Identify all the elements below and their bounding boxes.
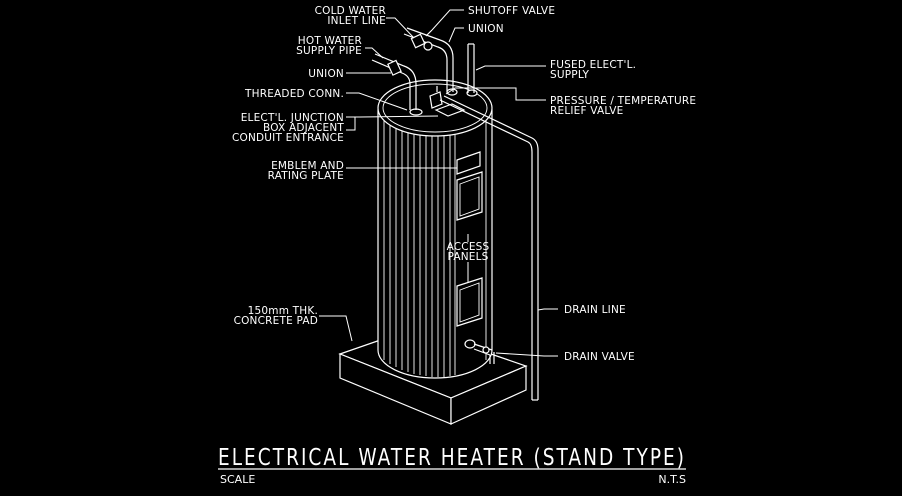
diagram-title: ELECTRICAL WATER HEATER (STAND TYPE) xyxy=(218,445,686,471)
cold-water-pipe xyxy=(403,27,454,92)
top-fittings xyxy=(409,88,478,116)
label-hot-water-2: SUPPLY PIPE xyxy=(296,45,362,57)
scale-label: SCALE xyxy=(220,473,255,486)
leader-lines xyxy=(319,9,558,357)
label-junction-3: CONDUIT ENTRANCE xyxy=(232,132,344,144)
label-drain-valve: DRAIN VALVE xyxy=(564,351,635,363)
label-shutoff-valve: SHUTOFF VALVE xyxy=(468,5,555,17)
electrical-conduit xyxy=(467,43,475,93)
label-pad-1: 150mm THK. xyxy=(248,305,318,317)
label-access-1: ACCESS xyxy=(447,241,490,253)
label-emblem-2: RATING PLATE xyxy=(268,170,344,182)
label-junction-2: BOX ADJACENT xyxy=(263,122,344,134)
tank-body xyxy=(377,79,493,379)
label-threaded-conn: THREADED CONN. xyxy=(244,88,344,100)
annotations: COLD WATER INLET LINE SHUTOFF VALVE UNIO… xyxy=(232,5,696,363)
scale-value: N.T.S xyxy=(658,473,686,486)
junction-box xyxy=(434,103,466,117)
label-union-left: UNION xyxy=(308,68,344,80)
relief-valve xyxy=(429,86,443,109)
label-drain-line: DRAIN LINE xyxy=(564,304,626,316)
label-fused-2: SUPPLY xyxy=(550,69,589,81)
access-panel-upper xyxy=(456,171,483,221)
label-pressure-2: RELIEF VALVE xyxy=(550,105,624,117)
drain-valve xyxy=(464,339,495,364)
title-block: ELECTRICAL WATER HEATER (STAND TYPE) SCA… xyxy=(218,445,686,486)
label-junction-1: ELECT'L. JUNCTION xyxy=(241,112,344,124)
access-panel-lower xyxy=(456,277,483,327)
label-pad-2: CONCRETE PAD xyxy=(234,315,318,327)
label-cold-water-2: INLET LINE xyxy=(327,15,386,27)
label-cold-water-1: COLD WATER xyxy=(315,5,386,17)
label-union-top: UNION xyxy=(468,23,504,35)
label-emblem-1: EMBLEM AND xyxy=(271,160,344,172)
label-pressure-1: PRESSURE / TEMPERATURE xyxy=(550,95,696,107)
rating-plate xyxy=(456,151,481,175)
drain-line-pipe xyxy=(439,95,539,401)
hot-water-pipe xyxy=(371,53,417,110)
label-hot-water-1: HOT WATER xyxy=(298,35,362,47)
label-access-2: PANELS xyxy=(447,251,488,263)
label-fused-1: FUSED ELECT'L. xyxy=(550,59,636,71)
